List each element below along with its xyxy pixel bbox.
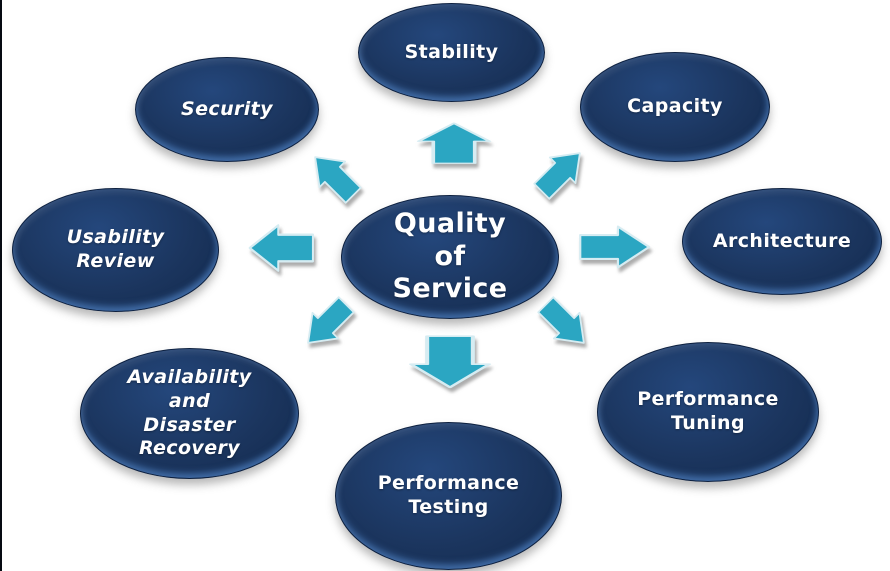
node-label: Availability and Disaster Recovery: [127, 366, 252, 460]
arrow-down-left-icon: [298, 296, 356, 344]
arrow-up-icon: [415, 122, 493, 165]
arrow-down-icon: [407, 335, 493, 390]
node-security: Security: [135, 57, 319, 162]
arrow-down-right-icon: [536, 296, 594, 344]
node-architecture: Architecture: [682, 188, 882, 295]
left-edge-line: [0, 0, 2, 571]
node-label: Stability: [404, 40, 499, 63]
node-label: Performance Testing: [377, 472, 520, 518]
arrow-left-icon: [247, 223, 315, 273]
arrow-right-icon: [578, 225, 652, 270]
node-label: Architecture: [712, 229, 852, 252]
node-performance-tuning: Performance Tuning: [597, 342, 819, 482]
node-usability-review: Usability Review: [12, 188, 219, 312]
center-label: Quality of Service: [392, 207, 508, 305]
node-label: Usability Review: [66, 226, 165, 272]
node-performance-testing: Performance Testing: [335, 422, 562, 570]
node-stability: Stability: [358, 3, 545, 102]
node-label: Performance Tuning: [637, 388, 779, 434]
node-quality-of-service: Quality of Service: [341, 195, 559, 319]
node-availability-disaster-recovery: Availability and Disaster Recovery: [80, 348, 299, 479]
node-capacity: Capacity: [580, 52, 770, 162]
node-label: Capacity: [627, 95, 723, 118]
arrow-up-left-icon: [305, 156, 363, 204]
arrow-up-right-icon: [532, 152, 590, 200]
node-label: Security: [181, 97, 273, 120]
